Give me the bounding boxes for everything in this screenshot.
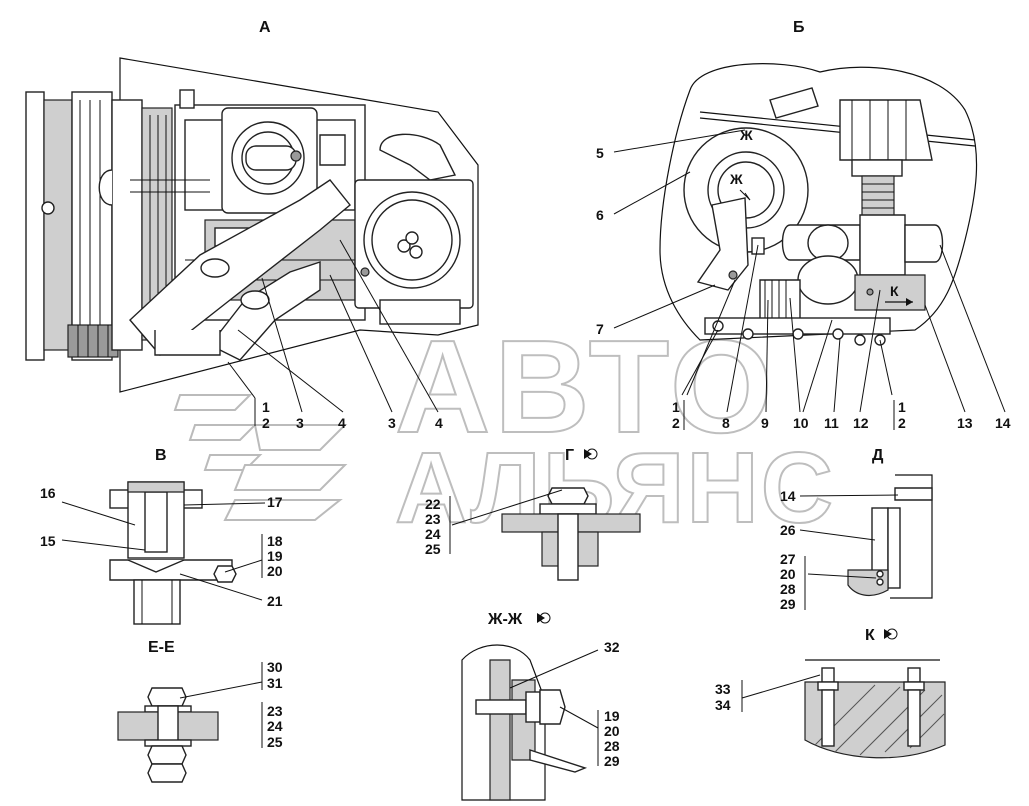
view-d-callout-28: 28 [780, 581, 796, 597]
view-b-marker-zh-inner: Ж [729, 171, 743, 187]
view-direction-arrow-icon [584, 448, 598, 460]
view-d-callout-27: 27 [780, 551, 796, 567]
view-v-callout-20: 20 [267, 563, 283, 579]
view-k-callout-34: 34 [715, 697, 731, 713]
watermark-logo-icon [173, 394, 348, 521]
view-a-callout-2: 2 [262, 415, 270, 431]
view-ee-callout-24: 24 [267, 718, 283, 734]
view-zhzh-callout-29: 29 [604, 753, 620, 769]
view-g-callout-25: 25 [425, 541, 441, 557]
view-a-callout-3a: 3 [296, 415, 304, 431]
view-ee-callout-25: 25 [267, 734, 283, 750]
view-v-callout-16: 16 [40, 485, 56, 501]
view-v-callout-17: 17 [267, 494, 283, 510]
view-ee-title: Е-Е [148, 639, 175, 656]
view-zhzh-callout-32: 32 [604, 639, 620, 655]
view-b-callout-8: 8 [722, 415, 730, 431]
view-zhzh-callout-19: 19 [604, 708, 620, 724]
view-a: А [25, 19, 479, 431]
view-d: Д 14 26 27 20 28 29 [780, 447, 933, 612]
view-b: Б Ж Ж [596, 19, 1011, 431]
view-d-callout-20: 20 [780, 566, 796, 582]
view-b-callout-6: 6 [596, 207, 604, 223]
view-k-title: К [865, 627, 875, 644]
view-direction-arrow-icon [537, 612, 551, 624]
radiator [25, 91, 119, 361]
view-zhzh-callout-20: 20 [604, 723, 620, 739]
view-g-callout-22: 22 [425, 496, 441, 512]
view-b-marker-k: К [890, 283, 899, 299]
view-d-callout-26: 26 [780, 522, 796, 538]
view-g-callout-23: 23 [425, 511, 441, 527]
view-b-callout-10: 10 [793, 415, 809, 431]
view-b-callout-12: 12 [853, 415, 869, 431]
view-b-marker-zh-top: Ж [739, 127, 753, 143]
view-v: В 16 15 17 18 19 20 21 [40, 447, 283, 625]
view-d-callout-29: 29 [780, 596, 796, 612]
view-d-callout-14: 14 [780, 488, 796, 504]
view-b-callout-1a: 1 [672, 399, 680, 415]
view-a-callout-4b: 4 [435, 415, 443, 431]
view-zhzh-title: Ж-Ж [487, 611, 523, 628]
view-b-callout-1b: 1 [898, 399, 906, 415]
view-b-callout-13: 13 [957, 415, 973, 431]
view-v-callout-21: 21 [267, 593, 283, 609]
view-b-callout-2b: 2 [898, 415, 906, 431]
view-a-callout-1: 1 [262, 399, 270, 415]
view-g-title: Г [565, 447, 574, 464]
view-b-callout-11: 11 [824, 415, 839, 431]
view-b-callout-5: 5 [596, 145, 604, 161]
view-b-callout-9: 9 [761, 415, 769, 431]
view-g-callout-24: 24 [425, 526, 441, 542]
view-ee-callout-23: 23 [267, 703, 283, 719]
watermark-line1: АВТО [395, 313, 777, 460]
view-v-callout-18: 18 [267, 533, 283, 549]
view-zhzh: Ж-Ж 32 19 20 28 29 [461, 611, 620, 801]
watermark: АВТО АЛЬЯНС [173, 312, 834, 545]
view-ee-callout-30: 30 [267, 659, 283, 675]
view-v-callout-19: 19 [267, 548, 283, 564]
view-b-callout-14: 14 [995, 415, 1011, 431]
view-a-title: А [259, 19, 271, 36]
view-b-callout-7: 7 [596, 321, 604, 337]
view-direction-arrow-icon [884, 628, 898, 640]
view-ee-callout-31: 31 [267, 675, 283, 691]
view-zhzh-callout-28: 28 [604, 738, 620, 754]
view-b-title: Б [793, 19, 805, 36]
view-v-title: В [155, 447, 167, 464]
view-d-title: Д [872, 447, 884, 464]
view-k-callout-33: 33 [715, 681, 731, 697]
view-v-callout-15: 15 [40, 533, 56, 549]
view-g: Г 22 23 24 25 [425, 447, 641, 581]
view-b-callout-2a: 2 [672, 415, 680, 431]
view-a-callout-4a: 4 [338, 415, 346, 431]
view-ee: Е-Е 30 31 23 24 25 [117, 639, 283, 783]
view-k: К 33 34 [715, 627, 946, 759]
view-a-callout-3b: 3 [388, 415, 396, 431]
